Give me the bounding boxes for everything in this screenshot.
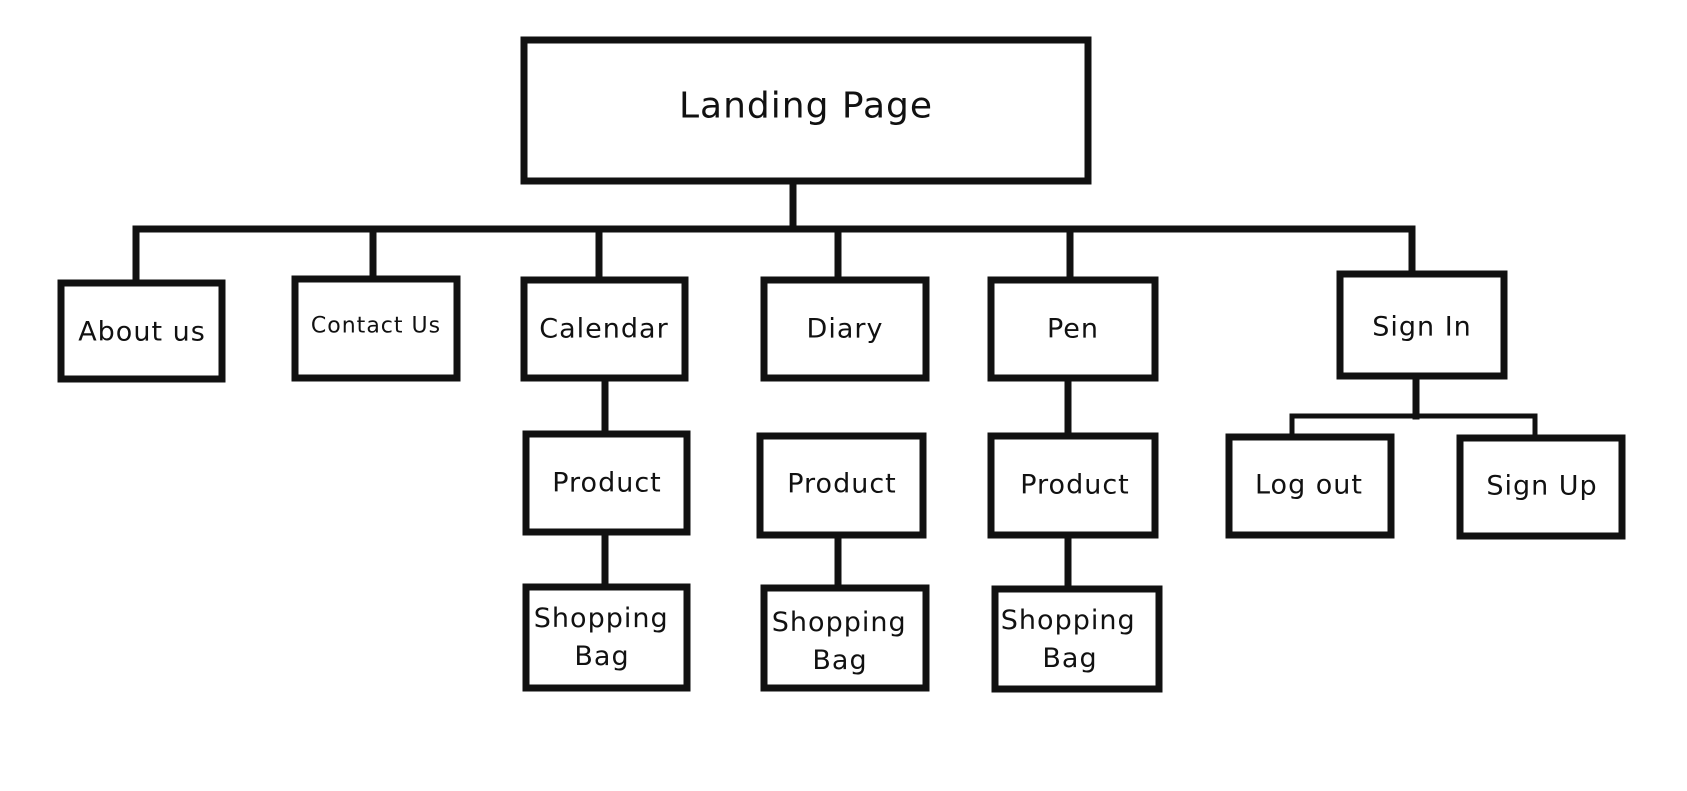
about-us-label: About us bbox=[78, 317, 206, 348]
log-out-label: Log out bbox=[1255, 470, 1363, 501]
calendar-product-label: Product bbox=[552, 468, 662, 499]
about-us-box: About us bbox=[57, 279, 226, 383]
pen-product-box: Product bbox=[987, 432, 1159, 539]
contact-us-label: Contact Us bbox=[311, 314, 441, 339]
diary-shopping-bag-box: Shopping Bag bbox=[760, 584, 930, 692]
contact-us-box: Contact Us bbox=[291, 275, 461, 382]
pen-bag-line-1: Shopping bbox=[1001, 605, 1136, 636]
sign-up-box: Sign Up bbox=[1456, 434, 1626, 540]
calendar-bag-line-1: Shopping bbox=[534, 603, 669, 634]
diary-bag-line-1: Shopping bbox=[772, 607, 907, 638]
diary-product-label: Product bbox=[787, 469, 897, 500]
log-out-box: Log out bbox=[1225, 433, 1395, 539]
connectors bbox=[132, 177, 1538, 593]
landing-page-label: Landing Page bbox=[679, 86, 933, 127]
landing-page-box: Landing Page bbox=[520, 36, 1092, 185]
calendar-bag-line-2: Bag bbox=[574, 641, 629, 672]
pen-product-label: Product bbox=[1020, 470, 1130, 501]
diary-shopping-bag-label: Shopping Bag bbox=[772, 607, 916, 676]
pen-bag-line-2: Bag bbox=[1042, 643, 1097, 674]
calendar-shopping-bag-box: Shopping Bag bbox=[522, 583, 691, 692]
calendar-label: Calendar bbox=[539, 314, 668, 345]
diary-bag-line-2: Bag bbox=[812, 645, 867, 676]
calendar-product-box: Product bbox=[522, 430, 691, 536]
diary-product-box: Product bbox=[756, 432, 927, 539]
sign-in-label: Sign In bbox=[1372, 312, 1472, 343]
calendar-shopping-bag-label: Shopping Bag bbox=[534, 603, 678, 672]
pen-box: Pen bbox=[987, 276, 1159, 382]
diary-label: Diary bbox=[807, 314, 884, 345]
pen-shopping-bag-box: Shopping Bag bbox=[991, 585, 1163, 693]
sign-up-label: Sign Up bbox=[1486, 471, 1597, 502]
pen-shopping-bag-label: Shopping Bag bbox=[1001, 605, 1145, 674]
pen-label: Pen bbox=[1047, 314, 1099, 345]
diary-box: Diary bbox=[760, 276, 930, 382]
sign-in-box: Sign In bbox=[1336, 270, 1508, 380]
calendar-box: Calendar bbox=[520, 276, 689, 382]
